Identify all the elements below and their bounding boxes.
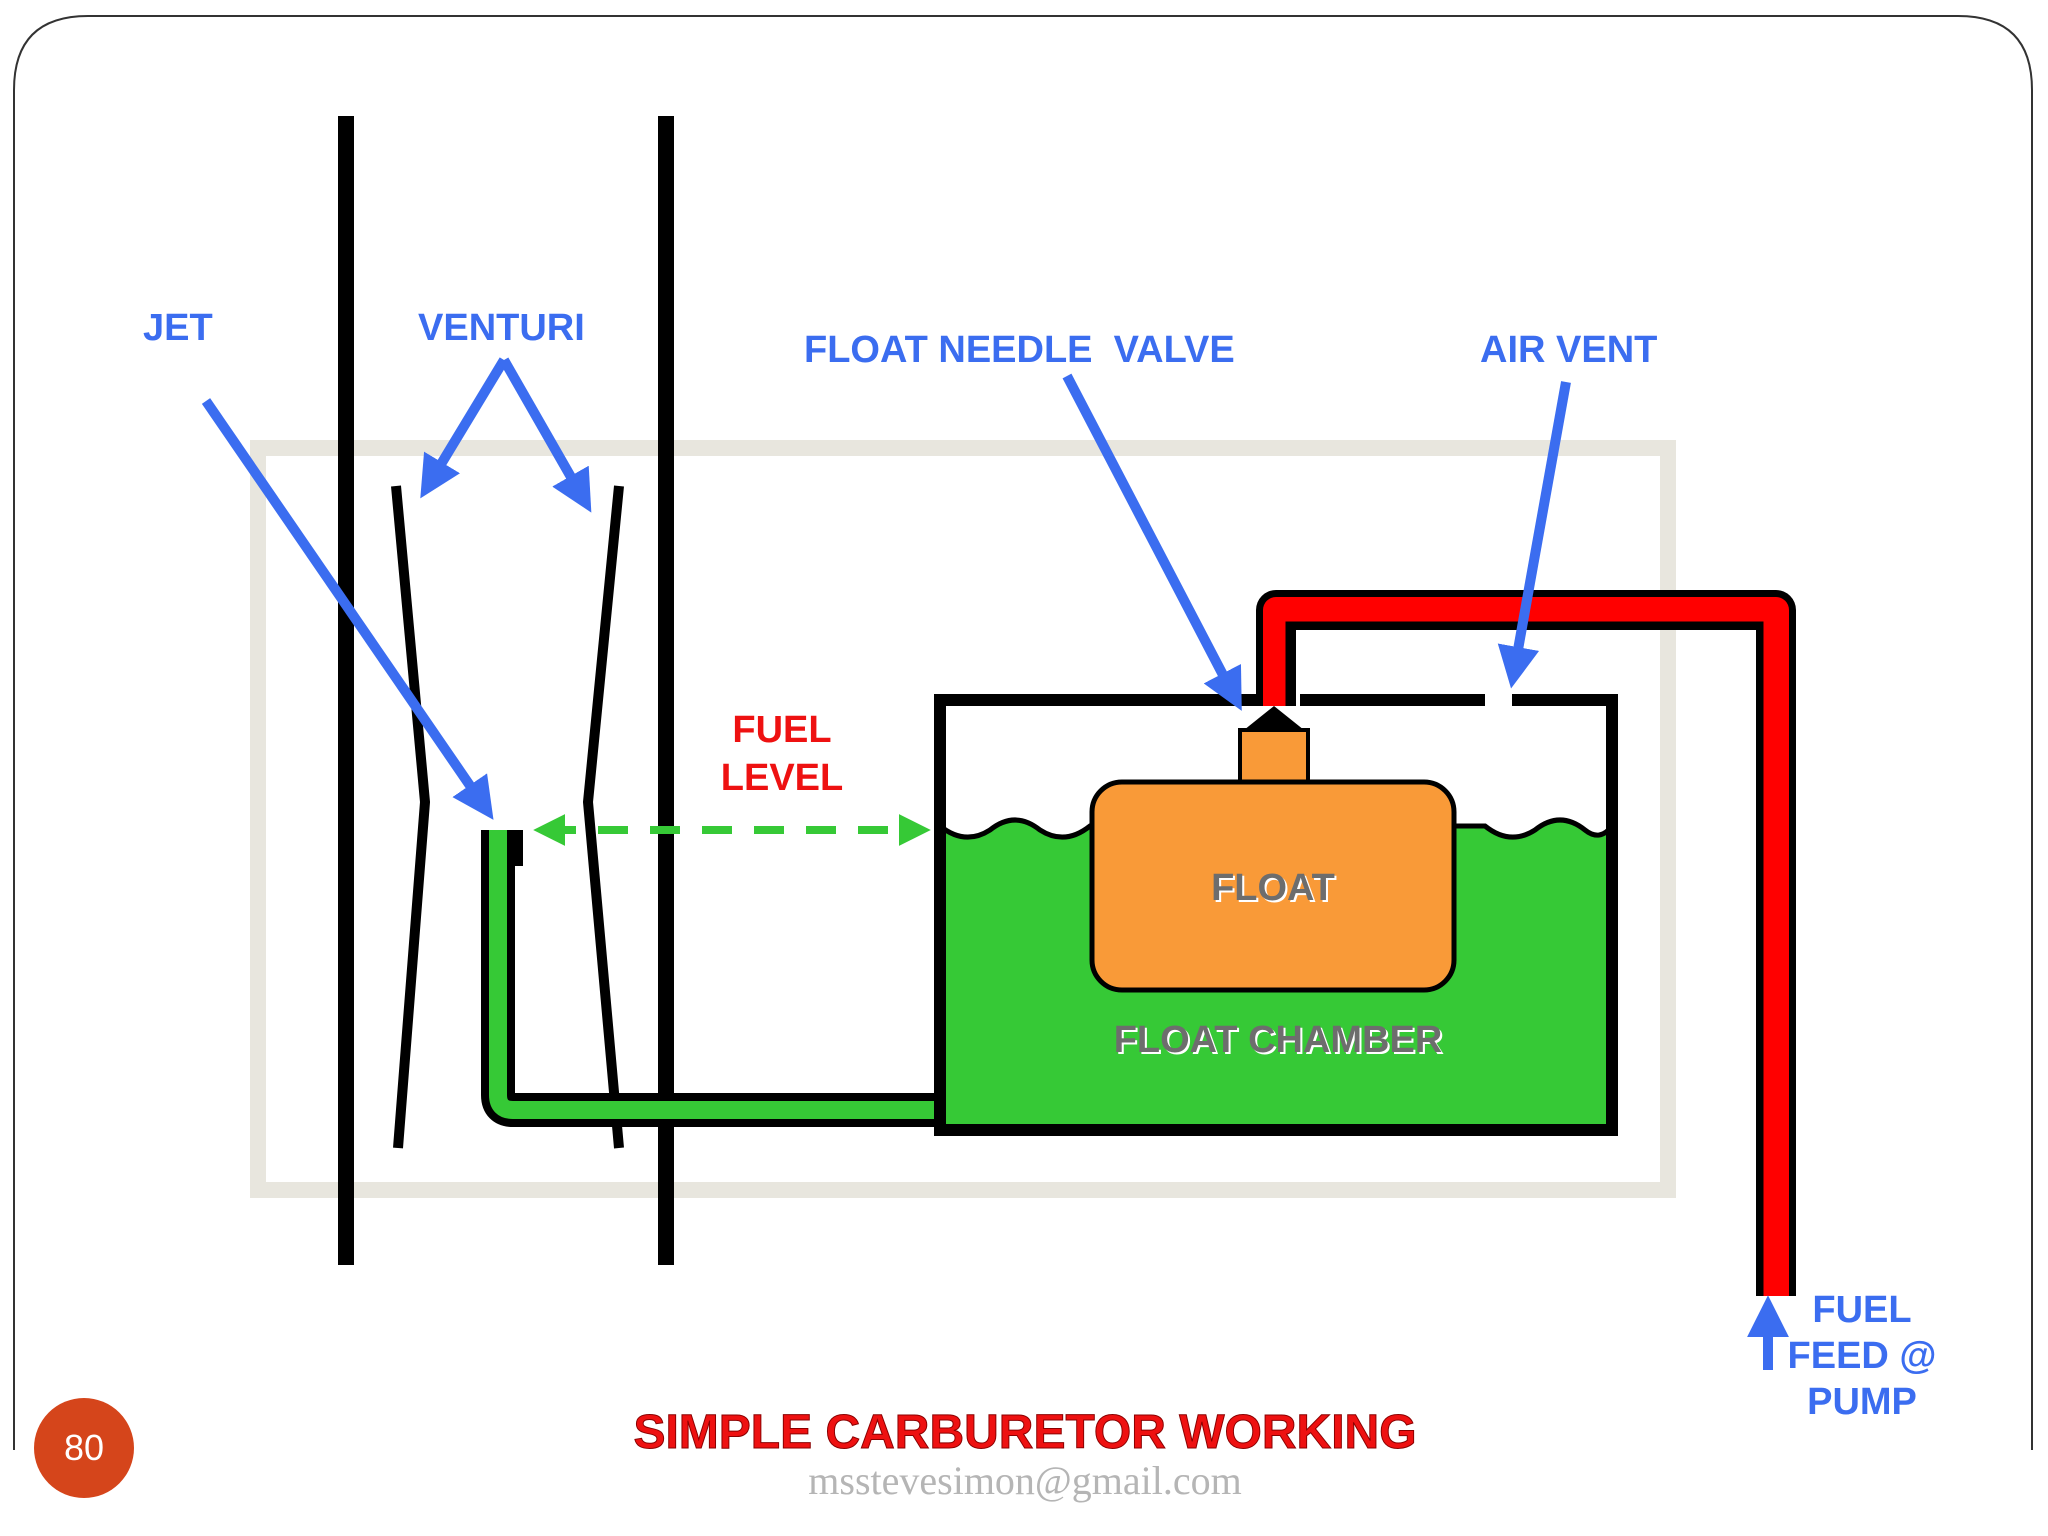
label-venturi: VENTURI [418, 307, 585, 349]
label-fuel-level-line2: LEVEL [721, 757, 843, 799]
slide-frame [13, 15, 2033, 1450]
venturi-arrow-right [499, 357, 592, 513]
label-fuel-feed-line3: PUMP [1807, 1381, 1917, 1423]
venturi-arrow-left [420, 357, 509, 499]
label-jet: JET [143, 307, 213, 349]
fuel-pipe [489, 830, 962, 1119]
label-float-needle-valve: FLOAT NEEDLE VALVE [804, 329, 1235, 371]
needle-stem [1238, 728, 1310, 784]
label-fuel-feed-line1: FUEL [1812, 1289, 1911, 1331]
float-body [1089, 779, 1457, 993]
background-panel [250, 440, 1676, 1198]
needle-tip [1244, 706, 1304, 730]
needle-valve-arrow [1062, 373, 1242, 711]
label-float: FLOAT [1211, 867, 1335, 909]
float-chamber-walls [934, 694, 1618, 1136]
jet-arrow [201, 398, 494, 820]
label-fuel-level-line1: FUEL [732, 709, 831, 751]
slide-title: SIMPLE CARBURETOR WORKING [633, 1406, 1416, 1459]
fuel-pipe-outline [481, 830, 962, 1127]
air-vent-arrow [1497, 381, 1571, 689]
footer-email: msstevesimon@gmail.com [808, 1458, 1241, 1503]
label-air-vent: AIR VENT [1480, 329, 1657, 371]
label-float-chamber: FLOAT CHAMBER [1114, 1019, 1443, 1061]
label-fuel-feed-line2: FEED @ [1788, 1335, 1937, 1377]
venturi-wall-right [582, 485, 624, 1149]
slide-number-badge: 80 [34, 1398, 134, 1498]
venturi-wall-left [391, 485, 431, 1149]
